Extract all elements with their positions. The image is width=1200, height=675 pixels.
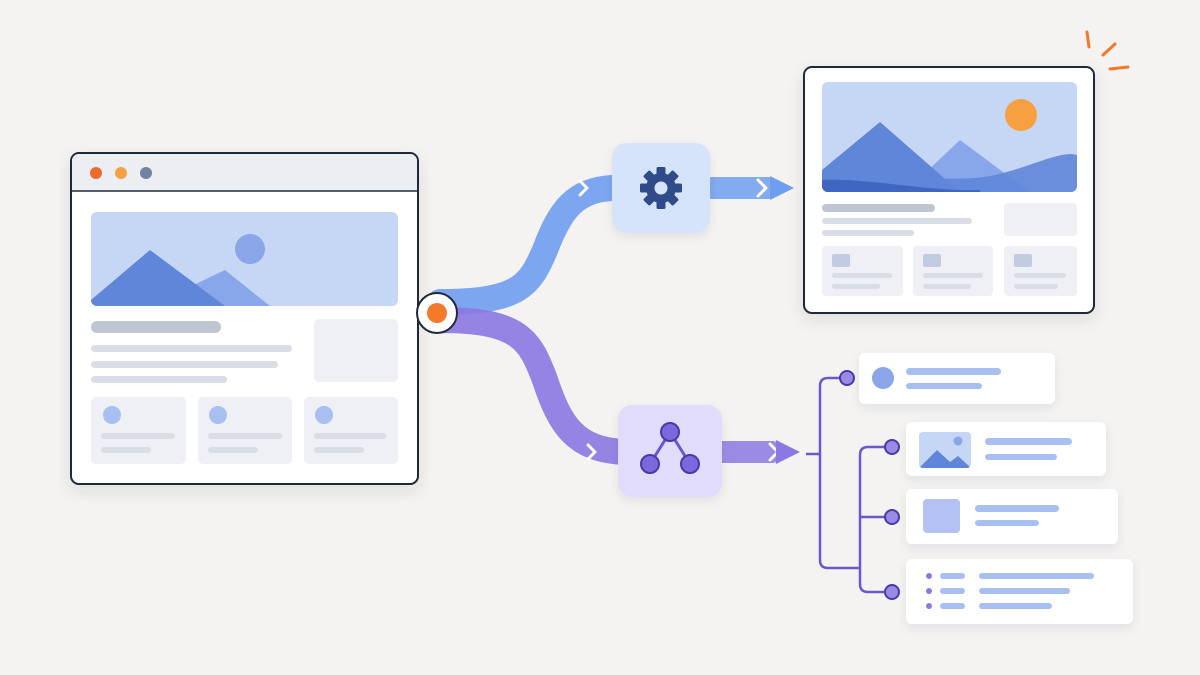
window-minimize-dot [115, 167, 127, 179]
junction-node [416, 292, 458, 334]
tree-node-dot [884, 509, 900, 525]
tree-node-dot [884, 584, 900, 600]
chevron-right-icon [586, 443, 597, 461]
sun-icon [1005, 99, 1037, 131]
chevron-right-icon [756, 178, 768, 198]
blue-flow-path [427, 175, 794, 315]
purple-arrowhead [776, 440, 800, 464]
image-icon [919, 432, 971, 468]
structure-process-node [618, 405, 722, 497]
source-card-row [91, 397, 398, 464]
output-content-placeholders [822, 203, 1077, 236]
tree-node-dot [839, 370, 855, 386]
output-list-item [884, 559, 1133, 624]
source-window-titlebar [72, 154, 417, 192]
avatar [872, 367, 894, 389]
output-card [913, 246, 993, 296]
source-card [91, 397, 186, 464]
source-hero-image [91, 212, 398, 306]
output-list-item [884, 422, 1106, 476]
tree-node-dot [884, 439, 900, 455]
tree-connectors [806, 376, 892, 594]
source-content-placeholders [91, 319, 398, 383]
source-card [304, 397, 398, 464]
list-icon [926, 573, 965, 609]
purple-flow-path [427, 307, 800, 465]
sun-icon [235, 234, 265, 264]
block-thumbnail [923, 499, 960, 533]
output-card [822, 246, 903, 296]
gear-icon [640, 167, 682, 209]
share-nodes-icon [640, 422, 700, 474]
output-card [1004, 246, 1077, 296]
chevron-right-icon [578, 179, 589, 197]
blue-arrowhead [770, 176, 794, 200]
mountain-icon [91, 250, 225, 306]
source-card [198, 397, 292, 464]
output-list-item [839, 353, 1055, 404]
window-close-dot [90, 167, 102, 179]
output-hero-image [822, 82, 1077, 192]
sparkle-icon [1085, 30, 1130, 71]
window-maximize-dot [140, 167, 152, 179]
output-list-item [884, 489, 1118, 544]
output-card-row [822, 246, 1077, 296]
